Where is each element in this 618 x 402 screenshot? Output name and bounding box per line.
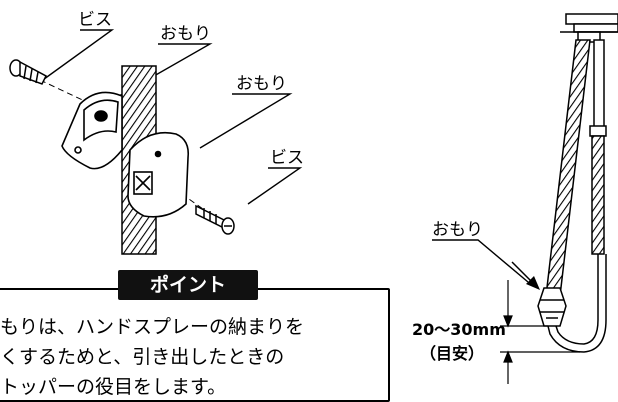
screw-bottom bbox=[195, 204, 235, 235]
weight-label-right: おもり bbox=[236, 74, 287, 94]
installation-diagram bbox=[9, 13, 618, 384]
sink-mount bbox=[560, 13, 618, 43]
hose-u-bend bbox=[547, 254, 607, 353]
dimension-note: （目安） bbox=[420, 344, 485, 363]
screw-label-bottom: ビス bbox=[270, 148, 304, 168]
point-box: もりは、ハンドスプレーの納まりを くするためと、引き出したときの トッパーの役目… bbox=[0, 288, 390, 402]
weight-label-hose: おもり bbox=[432, 220, 483, 240]
point-text-line3: トッパーの役目をします。 bbox=[0, 376, 227, 398]
weight-arrow bbox=[511, 261, 540, 290]
leader-screw-top bbox=[39, 29, 115, 83]
point-text-line2: くするためと、引き出したときの bbox=[0, 346, 285, 368]
weight-left-half bbox=[61, 91, 123, 170]
flexible-hose bbox=[545, 39, 591, 297]
rigid-pipe bbox=[589, 39, 607, 255]
dimension-value: 20～30mm bbox=[412, 320, 506, 339]
weight-on-hose bbox=[537, 287, 567, 327]
screw-top bbox=[9, 59, 47, 85]
weight-right-half bbox=[127, 131, 190, 218]
leader-weight-hose bbox=[432, 239, 529, 283]
point-text-line1: もりは、ハンドスプレーの納まりを bbox=[0, 316, 305, 338]
leader-screw-bottom bbox=[247, 167, 303, 205]
weight-label-left: おもり bbox=[160, 24, 211, 44]
dimension-marks bbox=[500, 280, 580, 384]
point-heading: ポイント bbox=[118, 270, 258, 300]
screw-label-top: ビス bbox=[78, 10, 112, 30]
leader-weight-right bbox=[199, 93, 293, 149]
